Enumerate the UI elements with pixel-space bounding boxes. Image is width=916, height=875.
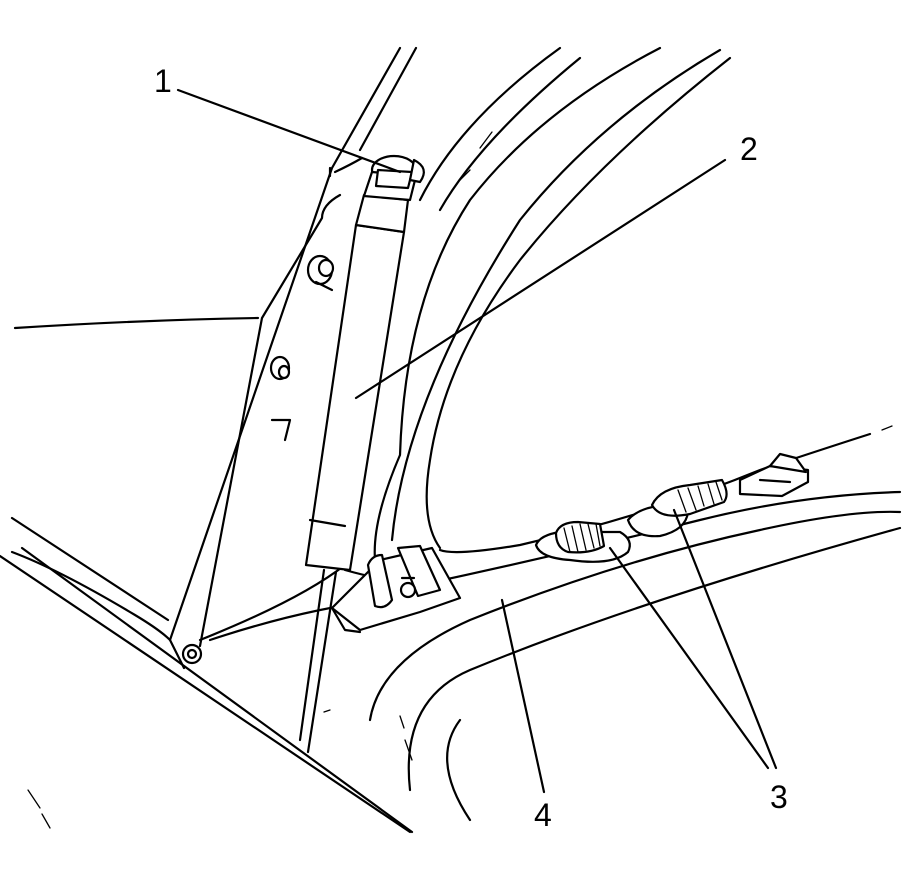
- callout-1: 1: [154, 63, 172, 99]
- lower-left-panel: [0, 516, 414, 834]
- pillar-bolt-upper: [306, 254, 335, 292]
- pillar-trim-panel: [168, 46, 418, 670]
- harness-grommet-right: [626, 478, 728, 538]
- rear-glass-outline: [373, 46, 732, 562]
- pillar-bolt-bottom: [181, 643, 203, 665]
- harness-grommet-left: [534, 520, 631, 563]
- pillar-bolt-lower: [269, 355, 291, 381]
- body-edge-line: [13, 316, 260, 330]
- gas-strut: [298, 154, 425, 754]
- strut-lower-bracket: [330, 544, 462, 634]
- leader-lines: [176, 88, 778, 794]
- callout-3: 3: [770, 779, 788, 815]
- callout-2: 2: [740, 131, 758, 167]
- callout-4: 4: [534, 797, 552, 833]
- right-latch-bracket: [738, 452, 810, 498]
